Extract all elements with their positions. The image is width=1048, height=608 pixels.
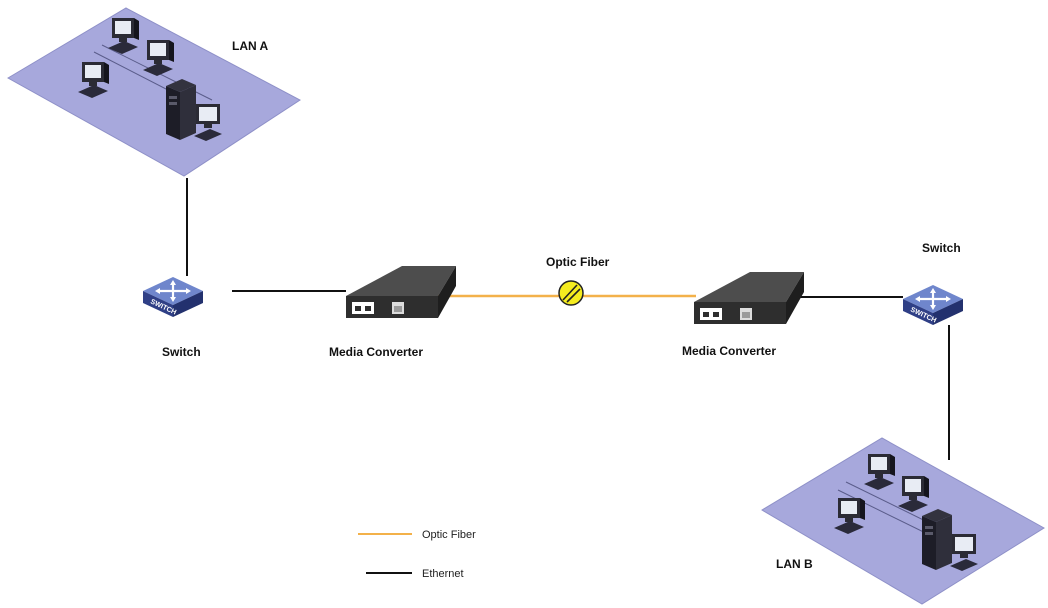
switch-left-label: Switch bbox=[162, 345, 201, 359]
fiber-coupler-icon bbox=[558, 280, 584, 306]
lan-b-network: LAN B bbox=[761, 437, 1045, 605]
media-converter-icon bbox=[694, 272, 804, 324]
legend: Optic Fiber Ethernet bbox=[358, 529, 476, 580]
converter-right-label: Media Converter bbox=[682, 344, 776, 358]
lan-a-network: LAN A bbox=[6, 7, 301, 177]
converter-right: Media Converter bbox=[682, 272, 804, 358]
fiber-link-label: Optic Fiber bbox=[546, 255, 610, 269]
media-converter-icon bbox=[346, 266, 456, 318]
converter-left: Media Converter bbox=[329, 266, 456, 359]
converter-left-label: Media Converter bbox=[329, 345, 423, 359]
lan-a-label: LAN A bbox=[232, 39, 269, 53]
legend-fiber-label: Optic Fiber bbox=[422, 529, 476, 541]
lan-b-plane bbox=[761, 437, 1045, 605]
lan-b-label: LAN B bbox=[776, 557, 813, 571]
switch-left: SWITCH Switch bbox=[141, 275, 205, 359]
switch-right-label: Switch bbox=[922, 241, 961, 255]
fiber-coupler: Optic Fiber bbox=[546, 255, 610, 306]
switch-right: SWITCH Switch bbox=[901, 241, 965, 327]
legend-ethernet-label: Ethernet bbox=[422, 568, 464, 580]
lan-a-plane bbox=[6, 7, 301, 177]
